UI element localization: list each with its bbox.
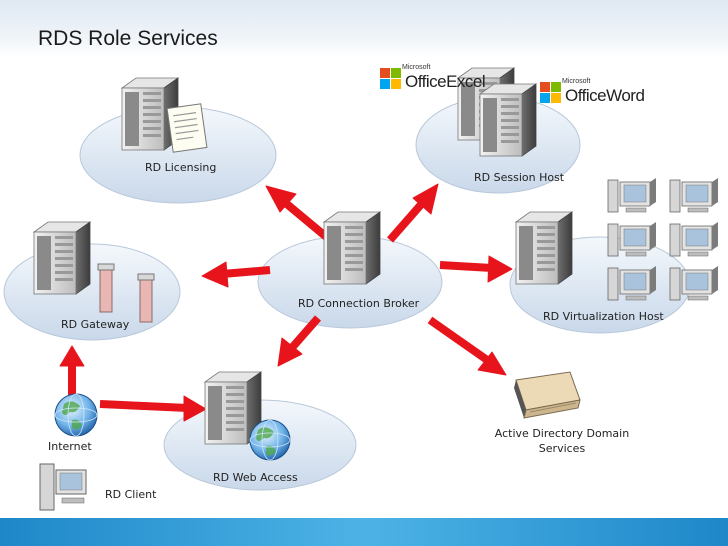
session-host-server-icon-2 [479, 83, 537, 157]
document-icon [166, 103, 208, 153]
label-rd-web-access: RD Web Access [213, 471, 298, 484]
excel-product-text: OfficeExcel [405, 72, 486, 91]
broker-server-icon [323, 211, 381, 285]
word-brand-text: Microsoft [562, 78, 591, 85]
label-active-directory: Active Directory Domain Services [494, 427, 630, 455]
connection-arrows [59, 183, 513, 422]
office-logo-icon [380, 68, 401, 89]
footer-bar [0, 518, 728, 546]
label-rd-connection-broker: RD Connection Broker [298, 297, 420, 310]
slide-title: RDS Role Services [38, 27, 218, 50]
binder-icon [514, 371, 581, 419]
label-rd-session-host: RD Session Host [474, 171, 565, 184]
arrow-to-virtualization [487, 255, 513, 283]
label-rd-gateway: RD Gateway [61, 318, 130, 331]
label-rd-client: RD Client [105, 488, 157, 501]
arrow-to-web-access-from-internet [183, 395, 207, 422]
excel-brand-text: Microsoft [402, 64, 431, 71]
office-word-logo: Microsoft OfficeWord [540, 78, 645, 106]
virtualization-server-icon [515, 211, 573, 285]
arrow-to-gateway-from-internet [59, 345, 85, 367]
word-product-text: OfficeWord [565, 86, 645, 105]
office-excel-logo: Microsoft OfficeExcel [380, 64, 486, 92]
label-rd-virtualization-host: RD Virtualization Host [543, 310, 664, 323]
internet-globe-icon [54, 393, 98, 437]
arrow-to-gateway [201, 261, 229, 288]
label-rd-licensing: RD Licensing [145, 161, 217, 174]
gateway-pillar-icon [97, 263, 155, 323]
arrow-to-web-access [277, 337, 303, 367]
arrow-to-active-directory [477, 351, 507, 376]
arrow-to-licensing [265, 185, 297, 213]
globe-icon [249, 419, 291, 461]
title-bar [0, 0, 728, 58]
arrow-to-session-host [412, 183, 439, 215]
office-logo-icon [540, 82, 561, 103]
gateway-server-icon [33, 221, 91, 295]
client-computer-icon [39, 463, 87, 511]
label-internet: Internet [48, 440, 92, 453]
